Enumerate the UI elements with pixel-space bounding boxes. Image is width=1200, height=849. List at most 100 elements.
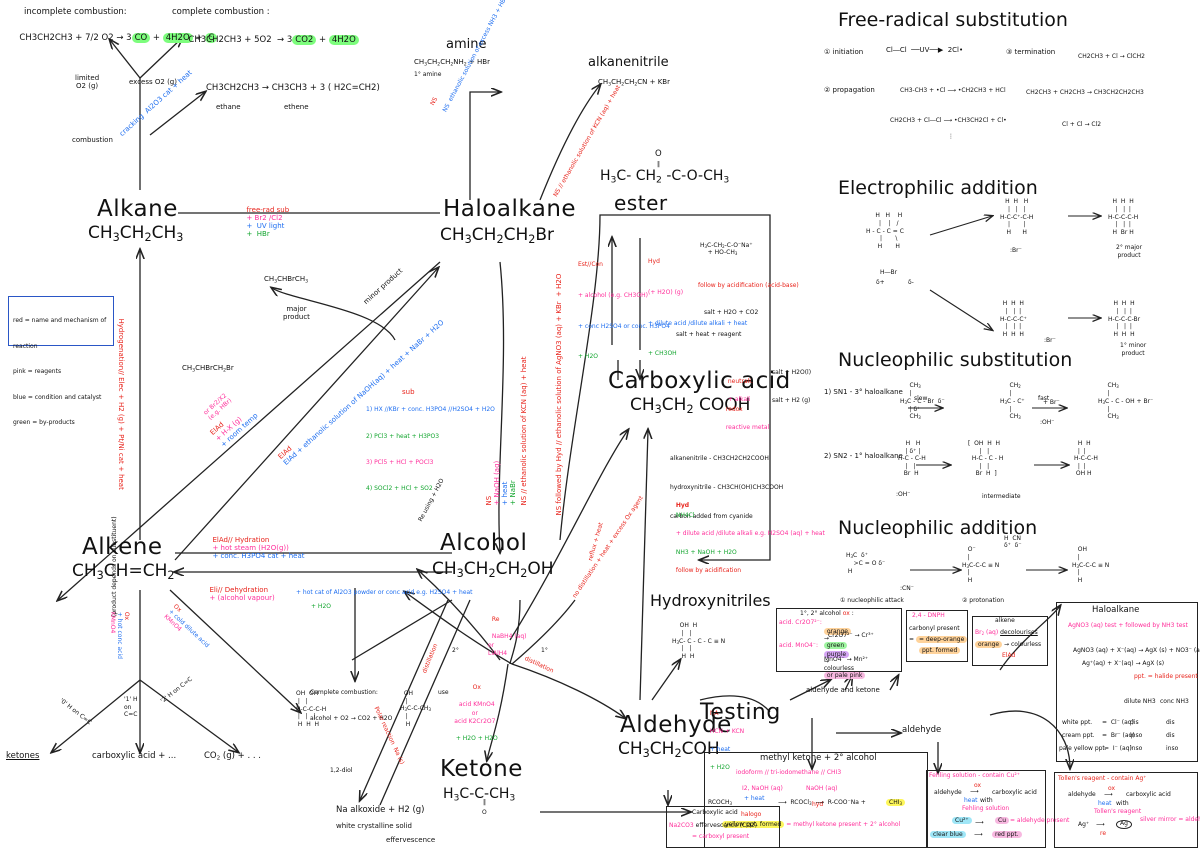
ns-nh3-prefix: NS — [428, 96, 440, 107]
est-con-name: Est//Con — [578, 261, 603, 269]
ns-row-1-reactant: CH3 |H3C - C - Br δ⁻ | δ⁺ CH3 — [900, 382, 945, 421]
legend-line-2: pink = reagents — [13, 368, 62, 376]
co2-product: CO2 — [292, 34, 317, 45]
node-alcohol-name: Alcohol — [440, 530, 528, 556]
hydrogenation-label: Hydrogenation// Elec + H2 (g) + Pt/Ni ca… — [117, 314, 133, 489]
effervescence-note: effervescence — [386, 836, 436, 844]
cracking-equation: CH3CH2CH3 → CH3CH3 + 3 ( H2C=CH2) — [206, 83, 380, 93]
alkene-test-line2: orange → colourless — [975, 641, 1041, 649]
ox-hot-conc-label: Ox + hot conc acid KMnO4 — [108, 608, 136, 659]
legend-line-1: reaction — [13, 342, 38, 350]
incomplete-combustion-title: incomplete combustion: — [24, 7, 127, 17]
ns-oh-nuc: :OH⁻ — [1040, 419, 1055, 426]
node-alkanenitrile-name: alkanenitrile — [588, 55, 669, 70]
node-ester-formula: H3C- CH2 -C-O-CH3 — [600, 168, 730, 186]
panel-nuc-add-title: Nucleophilic addition — [838, 517, 1038, 539]
alcohol-test-ox: ox — [842, 610, 850, 617]
dehydration-byproduct: + H2O — [311, 603, 331, 610]
iodoform-result-note: = methyl ketone present + 2° alcohol — [786, 821, 901, 828]
ns-br-anion: + Br⁻ — [1043, 399, 1060, 406]
est-con-reagent: + alcohol (e.g. CH3OH) — [578, 291, 648, 299]
two-h-label: '2' H on C=C — [159, 675, 194, 705]
alcohol-combustion: Complete combustion: alcohol + O2 → CO2 … — [310, 672, 392, 733]
free-rad-sub-reagent: + Br2 /Cl2 — [246, 214, 283, 223]
cr-orange: orange — [823, 627, 851, 635]
alkene-test-line1: Br2 (aq) decolourises — [975, 629, 1038, 637]
ea-reactant-struct: H H H | | /H - C - C = C | \ H H — [866, 212, 904, 251]
dnph-line3-text: ppt. formed — [919, 647, 961, 654]
white-crystal-note: white crystalline solid — [336, 822, 412, 830]
node-ester-name: ester — [614, 191, 668, 215]
legend-line-4: green = by-products — [13, 419, 75, 427]
fehling-cond-with: with — [980, 797, 993, 804]
carboxylic-line-text: effervescence (CO2) — [695, 822, 758, 829]
redox-name: redox — [725, 406, 743, 413]
mn-arrow: → — [823, 657, 829, 665]
secondary-label: 2° — [452, 647, 459, 654]
tollens-ion-arrow: ⟶ — [1096, 821, 1105, 828]
ox-cond-1: + hot conc acid — [116, 611, 124, 659]
node-haloalkane-formula: CH3CH2CH2Br — [440, 225, 555, 247]
haloalkane-test-sub: AgNO3 (aq) test + followed by NH3 test — [1068, 622, 1188, 629]
salt-heat-reagent: salt + heat + reagent — [676, 331, 742, 338]
na-condition: + heat — [709, 746, 731, 753]
ns-naoh-condition: + heat — [501, 481, 510, 506]
alcohol-test-row-0: orange → green — [820, 622, 851, 650]
na-cn-nuc: :CN⁻ — [900, 585, 914, 592]
haloalkane-col1: dilute NH3 — [1124, 698, 1156, 705]
sub-item-3: 4) SOCl2 + HCl + SO2 — [366, 485, 433, 492]
ns-slow-label: slow — [914, 395, 928, 402]
est-con-block: Est//Con + alcohol (e.g. CH3OH) + conc H… — [578, 240, 670, 372]
alkene-orange: orange — [975, 641, 1003, 648]
testing-aldehyde-label: aldehyde — [902, 725, 942, 735]
neutralisation-label: neutrali. + alkali — [724, 368, 753, 404]
carbon-product: C — [205, 32, 218, 43]
dnph-line2-text: = deep-orange — [915, 636, 968, 643]
distillation-label-ketone: distillation — [421, 642, 440, 675]
tollens-right: carboxylic acid — [1126, 791, 1171, 798]
neutral-product: salt + H2O(l) — [772, 369, 812, 376]
na-alkoxide-product: Na alkoxide + H2 (g) — [336, 805, 425, 815]
haloalkane-row-2-ppt: pale yellow ppt. — [1059, 745, 1107, 752]
salt-h2o-co2: salt + H2O + CO2 — [704, 309, 759, 316]
tollens-with: with — [1116, 800, 1129, 807]
fr-step-3-label: termination — [1014, 48, 1056, 56]
nitrile-note-0: alkanenitrile - CH3CH2CH2COOH — [670, 455, 769, 463]
node-amine-formula: CH3CH2CH2NH2 + HBr — [414, 58, 490, 68]
fehling-ion-arrow: ⟶ — [975, 819, 984, 826]
fehling-left: aldehyde — [934, 789, 962, 796]
excess-oxygen-label: excess O2 (g) — [129, 78, 177, 86]
combustion-label: combustion — [72, 136, 113, 144]
mn-purple: purple — [823, 650, 850, 658]
nitrile-note-2: carbon added from cyanide — [670, 512, 753, 520]
iodoform-label-1: halogo — [741, 811, 762, 818]
eli-naoh-label: ElAd ElAd + ethanolic solution of NaOH(a… — [268, 307, 446, 470]
ester-double-bond: ‖ — [657, 161, 660, 168]
ns-naoh-name: NS — [485, 495, 494, 506]
iodoform-reagent-2: NaOH (aq) — [806, 785, 838, 792]
haloalkane-row-1-ion: = Br⁻ (aq) — [1102, 732, 1135, 739]
ns-row-2-label: 2) SN2 - 1° haloalkane — [824, 452, 903, 460]
redox-product: salt + H2 (g) — [772, 397, 811, 404]
ns-row-1-prod: CH3 |H3C - C - OH + Br⁻ | CH3 — [1098, 382, 1154, 421]
ea-br-nuc-1: :Br⁻ — [1010, 247, 1022, 254]
node-haloalkane-name: Haloalkane — [443, 196, 577, 222]
fehling-ox: ox — [974, 782, 982, 789]
fehling-right: carboxylic acid — [992, 789, 1037, 796]
ns-row-1-label: 1) SN1 - 3° haloalkane — [824, 388, 903, 396]
ketones-product: ketones — [6, 751, 40, 761]
dnph-line3: ppt. formed — [919, 647, 961, 655]
haloalkane-test-eq2: Ag⁺(aq) + X⁻(aq) → AgX (s) — [1082, 660, 1165, 667]
iodoform-eq-start: RCOCH3 — [708, 799, 732, 807]
alcohol-test-caption: aldehyde and ketone — [806, 686, 880, 694]
dnph-test-box — [906, 610, 968, 662]
fehling-col-to: red ppt. — [992, 831, 1022, 839]
iodoform-label-2: hyd — [812, 801, 824, 808]
cr-green: green — [823, 641, 848, 649]
haloalkane-row-0-conc: dis — [1166, 719, 1175, 726]
haloalkane-row-0-dilute: dis — [1130, 719, 1139, 726]
node-ketone-formula: H3C-C-CH3 — [443, 786, 516, 804]
hyd-ester-byproduct: + CH3OH — [648, 350, 677, 358]
co2-product-label: CO2 (g) + . . . — [204, 751, 261, 762]
